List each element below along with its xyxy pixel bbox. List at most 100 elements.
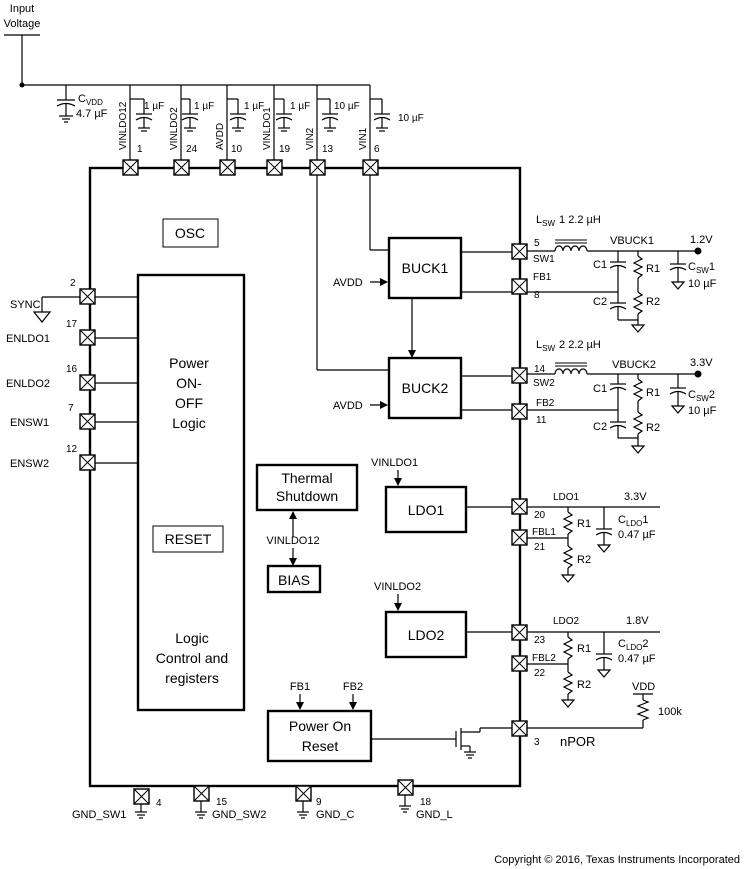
- svg-text:20: 20: [534, 510, 546, 521]
- svg-text:3.3V: 3.3V: [690, 357, 713, 369]
- svg-text:ENLDO1: ENLDO1: [6, 333, 50, 345]
- svg-text:LDO2: LDO2: [553, 616, 580, 627]
- cap-avdd: 1 µF: [244, 101, 264, 112]
- pin-gnd-sw1: 4 GND_SW1: [72, 788, 162, 821]
- svg-text:CLDO2: CLDO2: [618, 638, 649, 652]
- svg-text:Power: Power: [169, 355, 209, 371]
- vinldo1-label: VINLDO1: [371, 457, 418, 469]
- svg-text:Shutdown: Shutdown: [276, 488, 338, 504]
- svg-text:R1: R1: [646, 387, 660, 399]
- left-pins: 2 SYNC 17 ENLDO1 16 ENLDO2 7: [6, 278, 138, 471]
- gnd-pins: 4 GND_SW1 15 GND_SW2 9 GND_C: [72, 779, 453, 821]
- svg-text:3.3V: 3.3V: [624, 491, 647, 503]
- pin-avdd: 1 µF AVDD 10: [215, 85, 264, 176]
- svg-text:LDO1: LDO1: [408, 502, 445, 518]
- svg-text:GND_L: GND_L: [416, 809, 453, 821]
- pin-num-13: 13: [322, 144, 334, 155]
- svg-text:C2: C2: [593, 296, 607, 308]
- cap-vinldo12: 1 µF: [144, 101, 164, 112]
- cap-vin1: 10 µF: [398, 113, 424, 124]
- svg-text:FBL2: FBL2: [532, 653, 556, 664]
- svg-text:R2: R2: [577, 554, 591, 566]
- reset-block: [152, 525, 224, 553]
- svg-text:12: 12: [66, 444, 78, 455]
- cap-vin2: 10 µF: [334, 101, 360, 112]
- svg-text:VDD: VDD: [632, 681, 655, 693]
- svg-text:VBUCK2: VBUCK2: [612, 359, 656, 371]
- svg-text:OFF: OFF: [175, 395, 203, 411]
- npor-output: 3 nPOR VDD 100k: [511, 681, 682, 749]
- svg-text:0.47 µF: 0.47 µF: [618, 529, 656, 541]
- svg-text:BUCK1: BUCK1: [402, 260, 449, 276]
- por-fb2: FB2: [343, 681, 363, 693]
- svg-text:1.8V: 1.8V: [626, 615, 649, 627]
- svg-text:ENSW1: ENSW1: [10, 417, 49, 429]
- pin-name-vinldo12: VINLDO12: [118, 101, 129, 150]
- svg-text:R2: R2: [577, 679, 591, 691]
- svg-text:CLDO1: CLDO1: [618, 514, 649, 528]
- pin-num-1: 1: [137, 144, 143, 155]
- pin-name-vinldo1: VINLDO1: [262, 107, 273, 150]
- cvdd-name: C: [78, 93, 86, 105]
- pin-vin2: 10 µF VIN2 13: [305, 85, 360, 176]
- svg-text:CSW1: CSW1: [688, 261, 715, 275]
- svg-text:CSW2: CSW2: [688, 389, 715, 403]
- svg-text:21: 21: [534, 542, 546, 553]
- svg-text:15: 15: [216, 797, 228, 808]
- pin-num-19: 19: [279, 144, 291, 155]
- cvdd-capacitor: CVDD 4.7 µF: [56, 85, 108, 123]
- svg-text:11: 11: [536, 415, 547, 426]
- svg-text:17: 17: [66, 319, 78, 330]
- svg-text:FBL1: FBL1: [532, 527, 556, 538]
- vinldo12-label: VINLDO12: [266, 535, 319, 547]
- svg-text:Logic: Logic: [175, 630, 208, 646]
- svg-text:R1: R1: [646, 263, 660, 275]
- svg-text:SW1: SW1: [533, 254, 555, 265]
- buck1-block: BUCK1 AVDD: [333, 175, 463, 358]
- osc-block: OSC: [162, 218, 219, 248]
- svg-text:10 µF: 10 µF: [688, 278, 717, 290]
- cvdd-value: 4.7 µF: [76, 108, 108, 120]
- svg-text:CVDD: CVDD: [78, 93, 103, 107]
- svg-text:LDO2: LDO2: [408, 627, 445, 643]
- svg-text:GND_C: GND_C: [316, 809, 355, 821]
- svg-text:SYNC: SYNC: [10, 299, 41, 311]
- input-voltage: Input Voltage: [4, 3, 370, 88]
- pin-name-vin2: VIN2: [305, 127, 316, 150]
- svg-text:OSC: OSC: [175, 225, 205, 241]
- svg-text:Logic: Logic: [172, 415, 205, 431]
- buck1-avdd: AVDD: [333, 277, 363, 289]
- svg-text:9: 9: [316, 797, 322, 808]
- svg-text:14: 14: [534, 364, 546, 375]
- svg-text:Thermal: Thermal: [281, 470, 332, 486]
- svg-text:5: 5: [534, 238, 540, 249]
- cap-vinldo2: 1 µF: [194, 101, 214, 112]
- svg-text:R1: R1: [577, 643, 591, 655]
- reset-label: RESET: [165, 531, 212, 547]
- pin-num-24: 24: [186, 144, 198, 155]
- pin-gnd-sw2: 15 GND_SW2: [193, 785, 266, 821]
- svg-text:LDO1: LDO1: [553, 492, 580, 503]
- por-fb1: FB1: [290, 681, 310, 693]
- svg-text:0.47 µF: 0.47 µF: [618, 653, 656, 665]
- cap-vinldo1: 1 µF: [290, 101, 310, 112]
- svg-text:8: 8: [534, 290, 540, 301]
- svg-text:FB2: FB2: [536, 398, 555, 409]
- svg-text:ON-: ON-: [176, 375, 202, 391]
- bias-label: BIAS: [278, 572, 310, 588]
- input-label-2: Voltage: [4, 18, 41, 30]
- pin-gnd-c: 9 GND_C: [295, 785, 355, 821]
- svg-text:2: 2: [70, 278, 76, 289]
- svg-text:C1: C1: [593, 383, 607, 395]
- thermal-bias: Thermal Shutdown VINLDO12 BIAS: [255, 463, 359, 594]
- svg-text:SW2: SW2: [533, 378, 555, 389]
- svg-text:C2: C2: [593, 421, 607, 433]
- svg-text:ENLDO2: ENLDO2: [6, 378, 50, 390]
- svg-text:VBUCK1: VBUCK1: [610, 235, 654, 247]
- pin-enldo1: 17 ENLDO1: [6, 319, 138, 346]
- pin-vinldo2: 1 µF VINLDO2 24: [169, 85, 214, 176]
- svg-text:18: 18: [420, 797, 432, 808]
- copyright: Copyright © 2016, Texas Instruments Inco…: [494, 854, 740, 866]
